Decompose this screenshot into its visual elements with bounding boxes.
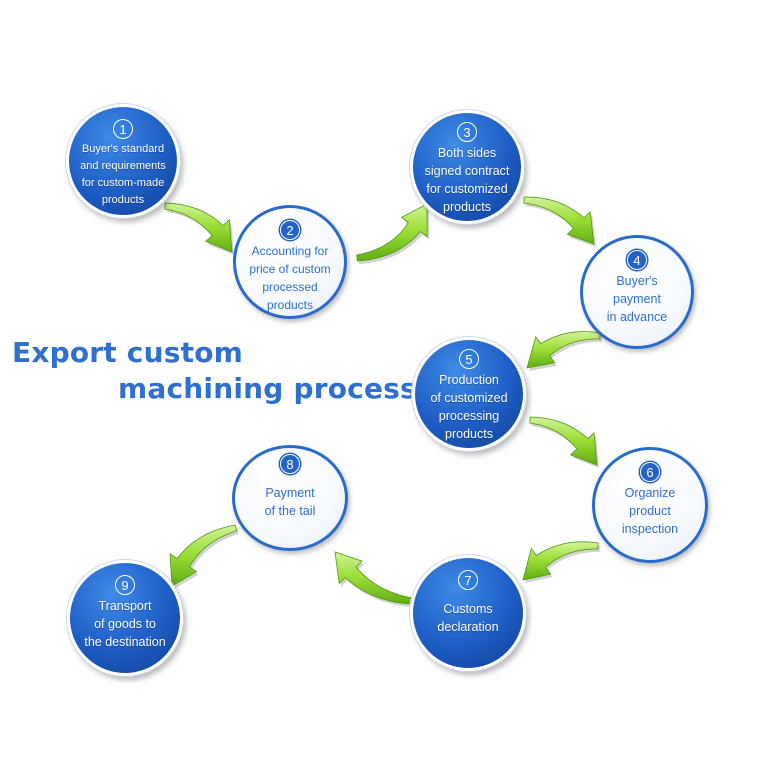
step-label: Production of customized processing prod… (430, 373, 508, 441)
step-9-circle: 9 Transport of goods to the destination (67, 560, 183, 676)
step-label: Transport of goods to the destination (84, 599, 166, 649)
step-number-badge: 5 (459, 349, 479, 369)
step-label: Both sides signed contract for customize… (424, 146, 510, 214)
step-number-badge: 4 (627, 250, 647, 270)
step-1-circle: 1 Buyer's standard and requirements for … (66, 104, 180, 218)
step-number-badge: 3 (457, 122, 477, 142)
curved-arrow-icon-8 (169, 524, 238, 587)
page-title-line-1: Export custom (12, 336, 244, 369)
step-label: Accounting for price of custom processed… (249, 244, 331, 312)
step-label: Buyer's payment in advance (606, 274, 668, 324)
curved-arrow-icon-5 (529, 416, 598, 466)
step-8-circle: 8 Payment of the tail (232, 445, 348, 551)
step-4-circle: 4 Buyer's payment in advance (580, 235, 694, 349)
step-number-badge: 8 (280, 454, 300, 474)
step-2-circle: 2 Accounting for price of custom process… (233, 205, 347, 319)
step-number-badge: 9 (115, 575, 135, 595)
step-number-badge: 6 (640, 462, 660, 482)
step-3-circle: 3 Both sides signed contract for customi… (410, 110, 524, 224)
curved-arrow-icon-2 (356, 203, 428, 262)
page-title-line-2: machining process (118, 372, 417, 405)
step-6-circle: 6 Organize product inspection (592, 447, 708, 563)
step-number-badge: 2 (280, 220, 300, 240)
step-number-badge: 7 (458, 570, 478, 590)
step-7-circle: 7 Customs declaration (410, 555, 526, 671)
step-5-circle: 5 Production of customized processing pr… (412, 337, 526, 451)
curved-arrow-icon-6 (522, 541, 599, 581)
step-label: Customs declaration (437, 602, 499, 634)
step-label: Payment of the tail (264, 486, 316, 518)
curved-arrow-icon-7 (334, 551, 414, 605)
curved-arrow-icon-3 (523, 196, 595, 245)
curved-arrow-icon-4 (526, 331, 601, 369)
step-label: Organize product inspection (621, 486, 679, 536)
step-number-badge: 1 (113, 119, 133, 139)
curved-arrow-icon-1 (164, 202, 233, 253)
step-label: Buyer's standard and requirements for cu… (80, 143, 166, 206)
